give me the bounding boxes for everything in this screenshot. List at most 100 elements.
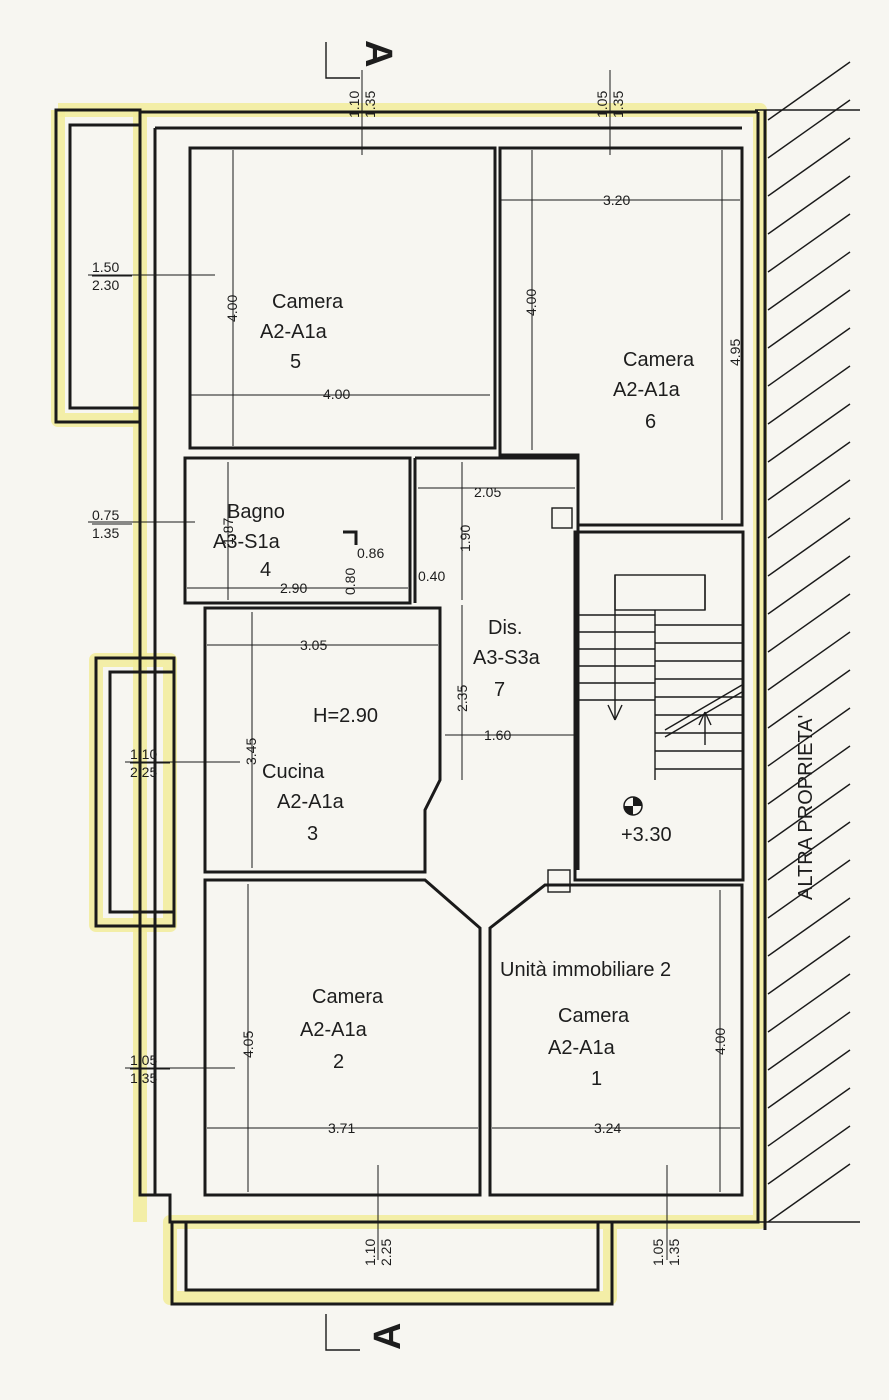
room-2-name: Camera xyxy=(312,986,384,1008)
room-2-number: 2 xyxy=(333,1051,344,1073)
hatch-line xyxy=(767,289,851,349)
hatch-line xyxy=(767,517,851,577)
window-left-4-h: 1.35 xyxy=(92,525,119,541)
corridor-width-2: 1.60 xyxy=(484,727,511,743)
room-2-code: A2-A1a xyxy=(300,1019,368,1041)
stair-walls xyxy=(573,530,745,882)
level-marker xyxy=(623,796,643,816)
corridor-height-1: 1.90 xyxy=(457,525,473,552)
room-7-number: 7 xyxy=(494,679,505,701)
neighbor-label: ALTRA PROPRIETA' xyxy=(795,715,817,900)
room-6-height-2: 4.95 xyxy=(727,339,743,366)
section-markers: A A xyxy=(325,40,409,1351)
hatch-line xyxy=(767,897,851,957)
hatch-line xyxy=(767,555,851,615)
room-labels: Camera A2-A1a 5 Camera A2-A1a 6 Bagno A3… xyxy=(213,291,695,1090)
room-2-walls xyxy=(203,878,482,1197)
window-top-5-h: 1.35 xyxy=(362,91,378,118)
room-3-walls xyxy=(203,606,442,874)
room-6-height-1: 4.00 xyxy=(523,289,539,316)
stair-arrow-down xyxy=(607,704,616,721)
window-left-5-h: 2.30 xyxy=(92,277,119,293)
hatch-line xyxy=(767,669,851,729)
room-6-name: Camera xyxy=(623,349,695,371)
unit-label: Unità immobiliare 2 xyxy=(500,959,671,981)
hatch-line xyxy=(767,175,851,235)
hatch-line xyxy=(767,441,851,501)
window-left-3-h: 2.25 xyxy=(130,764,157,780)
room-5-code: A2-A1a xyxy=(260,321,328,343)
room-5-width: 4.00 xyxy=(323,386,350,402)
room-1-walls xyxy=(488,883,744,1197)
hatch-line xyxy=(767,1163,851,1223)
room-4-walls xyxy=(183,456,412,605)
window-left-3-w: 1.10 xyxy=(130,746,157,762)
room-6-code: A2-A1a xyxy=(613,379,681,401)
room-dims: 4.00 4.00 3.20 4.00 4.95 2.90 1.87 0.86 … xyxy=(220,192,743,1136)
window-left-4-w: 0.75 xyxy=(92,507,119,523)
hatch-line xyxy=(767,1011,851,1071)
window-left-2-w: 1.05 xyxy=(130,1052,157,1068)
room-3-width: 3.05 xyxy=(300,637,327,653)
hatch-line xyxy=(767,327,851,387)
room-3-height: 3.45 xyxy=(243,738,259,765)
room-1-height: 4.00 xyxy=(712,1028,728,1055)
window-left-5-w: 1.50 xyxy=(92,259,119,275)
hatch-line xyxy=(767,61,851,121)
window-dims: 1.50 2.30 0.75 1.35 1.10 2.25 1.05 1.35 … xyxy=(92,91,682,1266)
hatch-line xyxy=(767,1087,851,1147)
room-5-height: 4.00 xyxy=(224,295,240,322)
window-top-6-h: 1.35 xyxy=(610,91,626,118)
hatch-line xyxy=(767,479,851,539)
room-4-name: Bagno xyxy=(227,501,285,523)
hatch-line xyxy=(767,745,851,805)
room-4-niche-width: 0.86 xyxy=(357,545,384,561)
section-mark-bottom: A xyxy=(367,1323,409,1350)
room-3-number: 3 xyxy=(307,823,318,845)
window-bottom-1-h: 1.35 xyxy=(666,1239,682,1266)
room-4-niche-height: 0.80 xyxy=(342,568,358,595)
stair-level: +3.30 xyxy=(621,824,672,846)
dimension-lines xyxy=(88,70,740,1260)
room-6-number: 6 xyxy=(645,411,656,433)
room-4-height: 1.87 xyxy=(220,518,236,545)
room-5-walls xyxy=(188,146,497,450)
room-7-name: Dis. xyxy=(488,617,522,639)
room-3-name: Cucina xyxy=(262,761,325,783)
wall-thickness: 0.40 xyxy=(418,568,445,584)
hatch-line xyxy=(767,935,851,995)
hatch-line xyxy=(767,99,851,159)
room-4-number: 4 xyxy=(260,559,271,581)
room-4-width: 2.90 xyxy=(280,580,307,596)
bath-niche xyxy=(343,530,358,545)
window-bottom-2-h: 2.25 xyxy=(378,1239,394,1266)
room-5-name: Camera xyxy=(272,291,344,313)
room-6-width: 3.20 xyxy=(603,192,630,208)
hatch-line xyxy=(767,821,851,881)
section-mark-top: A xyxy=(357,40,399,67)
hatch-line xyxy=(767,403,851,463)
hatch-line xyxy=(767,707,851,767)
corridor-width-1: 2.05 xyxy=(474,484,501,500)
room-7-code: A3-S3a xyxy=(473,647,541,669)
corridor-height-2: 2.35 xyxy=(454,685,470,712)
hatch-line xyxy=(767,859,851,919)
stair-break xyxy=(664,684,743,731)
room-1-code: A2-A1a xyxy=(548,1037,616,1059)
window-bottom-1-w: 1.05 xyxy=(650,1239,666,1266)
height-note: H=2.90 xyxy=(313,705,378,727)
hatch-line xyxy=(767,631,851,691)
hatch-line xyxy=(767,1125,851,1185)
window-top-6-w: 1.05 xyxy=(594,91,610,118)
room-2-height: 4.05 xyxy=(240,1031,256,1058)
hatch-line xyxy=(767,1049,851,1109)
room-1-number: 1 xyxy=(591,1068,602,1090)
window-bottom-2-w: 1.10 xyxy=(362,1239,378,1266)
staircase xyxy=(578,574,743,780)
exterior-walls xyxy=(54,108,760,1306)
hatch-line xyxy=(767,593,851,653)
room-4-code: A3-S1a xyxy=(213,531,281,553)
room-1-name: Camera xyxy=(558,1005,630,1027)
window-left-2-h: 1.35 xyxy=(130,1070,157,1086)
hatch-line xyxy=(767,973,851,1033)
